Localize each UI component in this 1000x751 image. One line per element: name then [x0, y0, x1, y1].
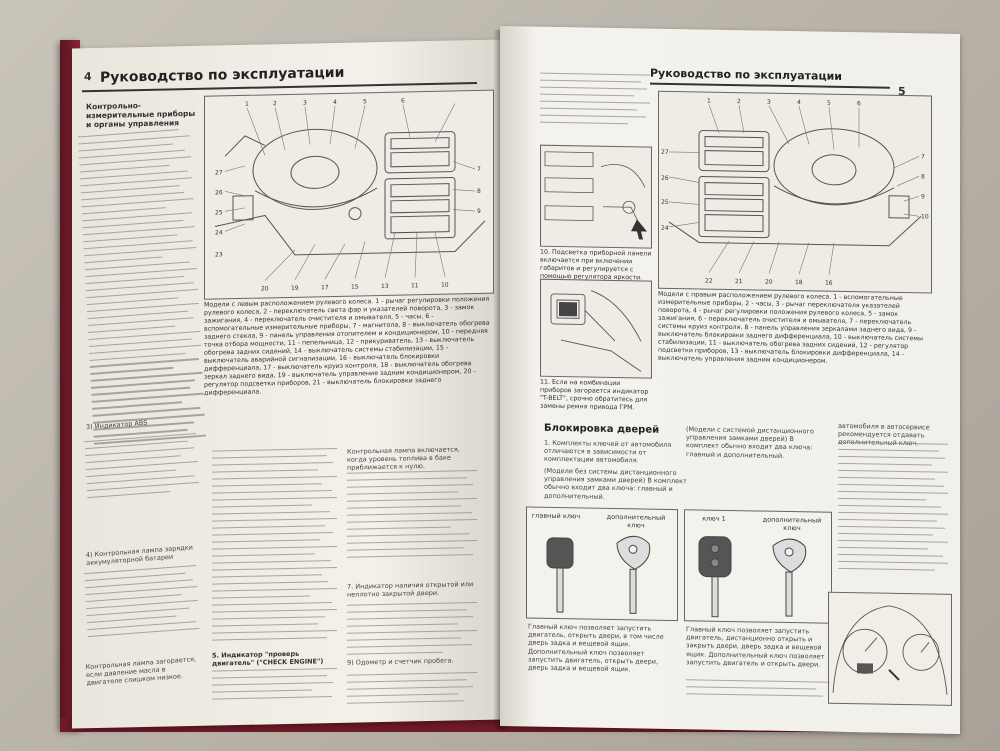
- svg-text:13: 13: [381, 283, 389, 290]
- svg-text:27: 27: [215, 169, 223, 176]
- door-text: [347, 602, 477, 661]
- third-column-text: [838, 441, 948, 577]
- right-figure-caption: Модели с правым расположением рулевого к…: [658, 290, 923, 365]
- intro-text: [540, 72, 650, 131]
- section-title: Контрольно-измерительные приборы и орган…: [86, 101, 196, 130]
- svg-text:24: 24: [661, 225, 669, 232]
- right-page-header: Руководство по эксплуатации: [650, 66, 843, 83]
- left-figure-caption: Модели с левым расположением рулевого ко…: [204, 295, 490, 397]
- tbelt-drawing: [550, 290, 642, 372]
- immobilizer-drawing: [832, 605, 948, 695]
- svg-text:6: 6: [857, 100, 861, 107]
- dashboard-figure-right: 1 2 3 4 5 6 7 8 9 10 27 26 25 24 22 21 20 18 16: [658, 90, 932, 294]
- key-main-label: главный ключ: [531, 511, 581, 521]
- left-page-number: 4: [84, 70, 92, 84]
- svg-text:2: 2: [737, 98, 741, 105]
- odometer-item: 9) Одометр и счетчик пробега.: [347, 656, 454, 667]
- svg-text:25: 25: [215, 209, 223, 216]
- right-page: Руководство по эксплуатации 5 10. Подсве…: [500, 25, 960, 735]
- left-mid-column: [212, 447, 337, 646]
- key-extra-label: дополнительный ключ: [606, 512, 666, 530]
- left-column-text: [77, 128, 206, 450]
- abs-text: [84, 433, 199, 504]
- svg-text:2: 2: [273, 100, 277, 107]
- svg-text:19: 19: [291, 285, 299, 292]
- svg-text:21: 21: [735, 278, 743, 285]
- svg-text:6: 6: [401, 98, 405, 105]
- right-mid-column: [347, 470, 477, 564]
- door-item: 7. Индикатор наличия открытой или неплот…: [347, 580, 474, 599]
- tbelt-figure: [540, 278, 652, 379]
- svg-text:5: 5: [363, 98, 367, 105]
- svg-text:17: 17: [321, 284, 329, 291]
- svg-text:20: 20: [261, 285, 269, 292]
- keys-drawing-remote: [698, 536, 807, 618]
- svg-text:9: 9: [921, 193, 925, 200]
- tbelt-caption: 11. Если на комбинации приборов загорает…: [540, 378, 649, 412]
- key1-label: ключ 1: [702, 514, 726, 523]
- svg-text:4: 4: [797, 99, 801, 106]
- left-page: 4 Руководство по эксплуатации Контрольно…: [72, 39, 502, 729]
- immobilizer-figure: [828, 591, 952, 706]
- door-lock-title: Блокировка дверей: [544, 422, 660, 436]
- svg-text:27: 27: [661, 149, 669, 156]
- check-engine-text: [212, 667, 337, 706]
- dashboard-drawing-right: 1 2 3 4 5 6 7 8 9 10 27 26 25 24 22 21 20 18 16: [661, 98, 929, 287]
- keys-note2: (Модели с системой дистанционного управл…: [686, 425, 814, 460]
- odometer-text: [347, 672, 477, 710]
- svg-text:18: 18: [795, 279, 803, 286]
- charge-item: 4) Контрольная лампа зарядки аккумулятор…: [85, 543, 194, 568]
- svg-text:11: 11: [411, 282, 419, 289]
- svg-text:5: 5: [827, 100, 831, 107]
- key-text-left: Главный ключ позволяет запустить двигате…: [528, 622, 664, 674]
- svg-text:1: 1: [245, 101, 249, 108]
- svg-text:23: 23: [215, 251, 223, 258]
- svg-text:22: 22: [705, 278, 713, 285]
- svg-text:8: 8: [921, 173, 925, 180]
- keys-drawing-basic: [546, 535, 651, 614]
- gauge-figure: [540, 144, 652, 249]
- svg-text:16: 16: [825, 280, 833, 287]
- keys-figure-basic: главный ключ дополнительный ключ: [526, 506, 678, 622]
- right-bottom-text: [686, 679, 830, 702]
- svg-text:7: 7: [477, 166, 481, 173]
- svg-text:20: 20: [765, 279, 773, 286]
- svg-text:1: 1: [707, 98, 711, 105]
- svg-text:10: 10: [441, 282, 449, 289]
- dash-caption: 10. Подсветка приборной панели включаетс…: [540, 248, 652, 282]
- svg-text:25: 25: [661, 199, 669, 206]
- key-text-right: Главный ключ позволяет запустить двигате…: [686, 625, 825, 669]
- svg-text:3: 3: [767, 99, 771, 106]
- svg-text:3: 3: [303, 100, 307, 107]
- keys-figure-remote: ключ 1 дополнительный ключ: [684, 509, 832, 624]
- right-header-rule: [650, 82, 890, 89]
- svg-text:24: 24: [215, 229, 223, 236]
- svg-text:15: 15: [351, 283, 359, 290]
- svg-text:26: 26: [661, 175, 669, 182]
- gauge-drawing: [544, 151, 647, 240]
- left-page-header: Руководство по эксплуатации: [100, 64, 345, 86]
- keys-intro: 1. Комплекты ключей от автомобиля отлича…: [544, 438, 672, 465]
- charge-text: [84, 565, 200, 643]
- keys-note: (Модели без системы дистанционного управ…: [544, 466, 687, 501]
- svg-text:7: 7: [921, 153, 925, 160]
- check-engine-item: 5. Индикатор "проверь двигатель" ("CHECK…: [212, 649, 324, 668]
- fuel-lamp-text: Контрольная лампа включается, когда уров…: [347, 445, 460, 473]
- svg-text:26: 26: [215, 189, 223, 196]
- oil-item: Контрольная лампа загорается, если давле…: [85, 655, 197, 688]
- key-extra-label-2: дополнительный ключ: [762, 515, 822, 533]
- svg-text:4: 4: [333, 99, 337, 106]
- svg-text:9: 9: [477, 208, 481, 215]
- svg-text:10: 10: [921, 213, 929, 220]
- svg-text:8: 8: [477, 188, 481, 195]
